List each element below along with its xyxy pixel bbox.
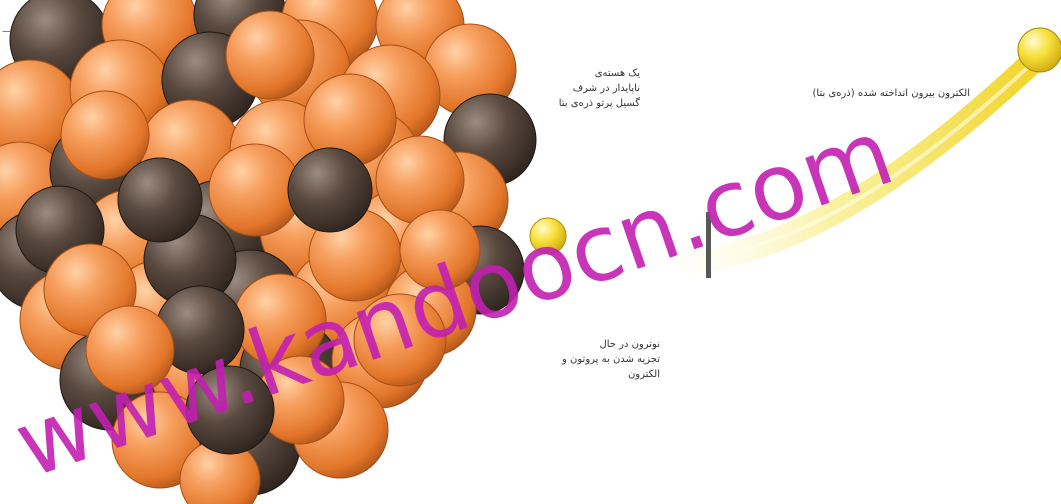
decaying-neutron-label-line: تجزیه شدن به پروتون و (540, 352, 660, 367)
lead-arrow-tick: — (2, 26, 12, 37)
neutron-sphere (186, 366, 274, 454)
decaying-neutron-label: نوترون در حال تجزیه شدن به پروتون و الکت… (540, 337, 660, 382)
unstable-nucleus (0, 0, 536, 504)
decaying-neutron-label-line: الکترون (540, 367, 660, 382)
proton-sphere (209, 144, 301, 236)
ejected-electron-label: الکترون بیرون انداخته شده (ذره‌ی بتا) (770, 86, 970, 101)
emerging-electron (530, 218, 566, 254)
proton-sphere (400, 210, 480, 290)
proton-sphere (226, 11, 314, 99)
proton-sphere (86, 306, 174, 394)
ejected-electron (1018, 28, 1061, 72)
source-marker-bar (706, 212, 711, 278)
proton-sphere (376, 136, 464, 224)
unstable-nucleus-label-line: ناپایدار در شرف (520, 81, 640, 96)
neutron-sphere (118, 158, 202, 242)
neutron-sphere (288, 148, 372, 232)
proton-sphere (234, 274, 326, 366)
unstable-nucleus-label-line: یک هسته‌ی (520, 66, 640, 81)
proton-sphere (354, 294, 446, 386)
electron-trail (690, 50, 1045, 262)
unstable-nucleus-label-line: گسیل پرتو ذره‌ی بتا (520, 96, 640, 111)
decaying-neutron-label-line: نوترون در حال (540, 337, 660, 352)
unstable-nucleus-label: یک هسته‌ی ناپایدار در شرف گسیل پرتو ذره‌… (520, 66, 640, 111)
